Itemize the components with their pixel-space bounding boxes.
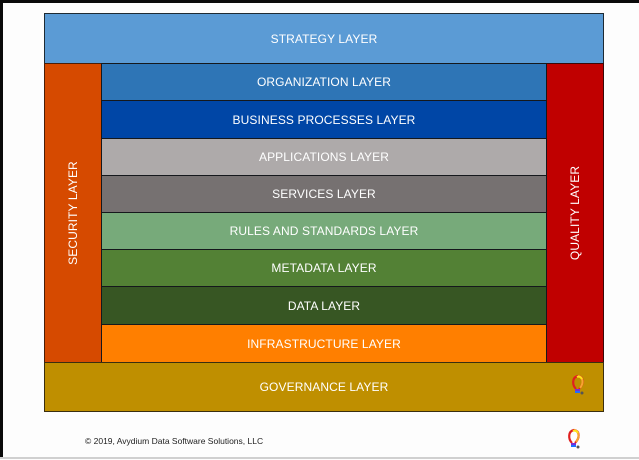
layer-label: BUSINESS PROCESSES LAYER <box>232 112 416 127</box>
layer-label: METADATA LAYER <box>271 261 377 275</box>
layer-label: RULES AND STANDARDS LAYER <box>229 224 419 238</box>
frame-top-border <box>0 0 639 3</box>
quality-layer: QUALITY LAYER <box>546 63 604 363</box>
lightbulb-logo-icon <box>568 428 580 449</box>
infrastructure-layer: INFRASTRUCTURE LAYER <box>101 324 547 363</box>
strategy-layer: STRATEGY LAYER <box>44 13 604 64</box>
layer-label: DATA LAYER <box>287 298 361 313</box>
organization-layer: ORGANIZATION LAYER <box>101 63 547 101</box>
quality-layer-label: QUALITY LAYER <box>568 165 583 261</box>
layer-label: APPLICATIONS LAYER <box>258 150 390 164</box>
applications-layer: APPLICATIONS LAYER <box>101 138 547 176</box>
strategy-layer-label: STRATEGY LAYER <box>270 31 378 46</box>
frame-bottom-border <box>0 457 639 459</box>
layer-label: ORGANIZATION LAYER <box>256 75 392 89</box>
copyright-text: © 2019, Avydium Data Software Solutions,… <box>85 436 264 446</box>
layer-label: SERVICES LAYER <box>272 187 376 201</box>
governance-layer: GOVERNANCE LAYER <box>44 362 604 412</box>
layer-label: INFRASTRUCTURE LAYER <box>247 336 401 351</box>
security-layer-label: SECURITY LAYER <box>66 161 80 265</box>
business-processes-layer: BUSINESS PROCESSES LAYER <box>101 100 547 139</box>
governance-layer-label: GOVERNANCE LAYER <box>259 380 389 394</box>
frame-left-border <box>0 0 3 458</box>
lightbulb-logo-icon <box>572 374 584 395</box>
metadata-layer: METADATA LAYER <box>101 249 547 287</box>
data-layer: DATA LAYER <box>101 286 547 325</box>
rules-and-standards-layer: RULES AND STANDARDS LAYER <box>101 212 547 250</box>
services-layer: SERVICES LAYER <box>101 175 547 213</box>
security-layer: SECURITY LAYER <box>44 63 102 363</box>
